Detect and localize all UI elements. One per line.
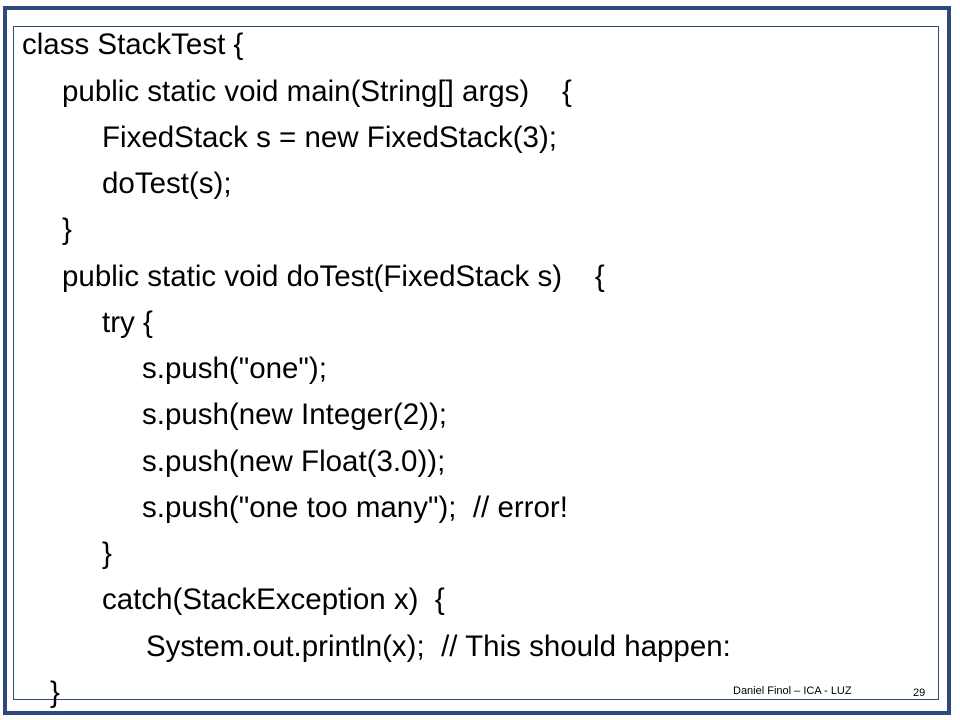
code-line-13: catch(StackException x) {: [102, 583, 445, 616]
page-number: 29: [913, 687, 926, 699]
slide-inner-border: [13, 26, 939, 700]
code-line-9: s.push(new Integer(2));: [142, 398, 447, 431]
slide-outer-border: [3, 6, 951, 715]
code-line-14: System.out.println(x); // This should ha…: [146, 630, 731, 663]
code-line-8: s.push("one");: [142, 352, 327, 385]
code-line-7: try {: [102, 306, 153, 339]
code-line-10: s.push(new Float(3.0));: [142, 445, 446, 478]
code-line-11: s.push("one too many"); // error!: [142, 491, 568, 524]
code-line-4: doTest(s);: [102, 167, 232, 200]
footer-credit: Daniel Finol – ICA - LUZ: [733, 685, 852, 697]
code-line-1: class StackTest {: [22, 28, 244, 61]
code-line-5: }: [62, 213, 72, 246]
code-line-15: }: [50, 676, 60, 709]
code-line-12: }: [102, 537, 112, 570]
code-line-3: FixedStack s = new FixedStack(3);: [102, 121, 557, 154]
code-line-6: public static void doTest(FixedStack s) …: [62, 260, 605, 293]
code-line-2: public static void main(String[] args) {: [62, 75, 572, 108]
